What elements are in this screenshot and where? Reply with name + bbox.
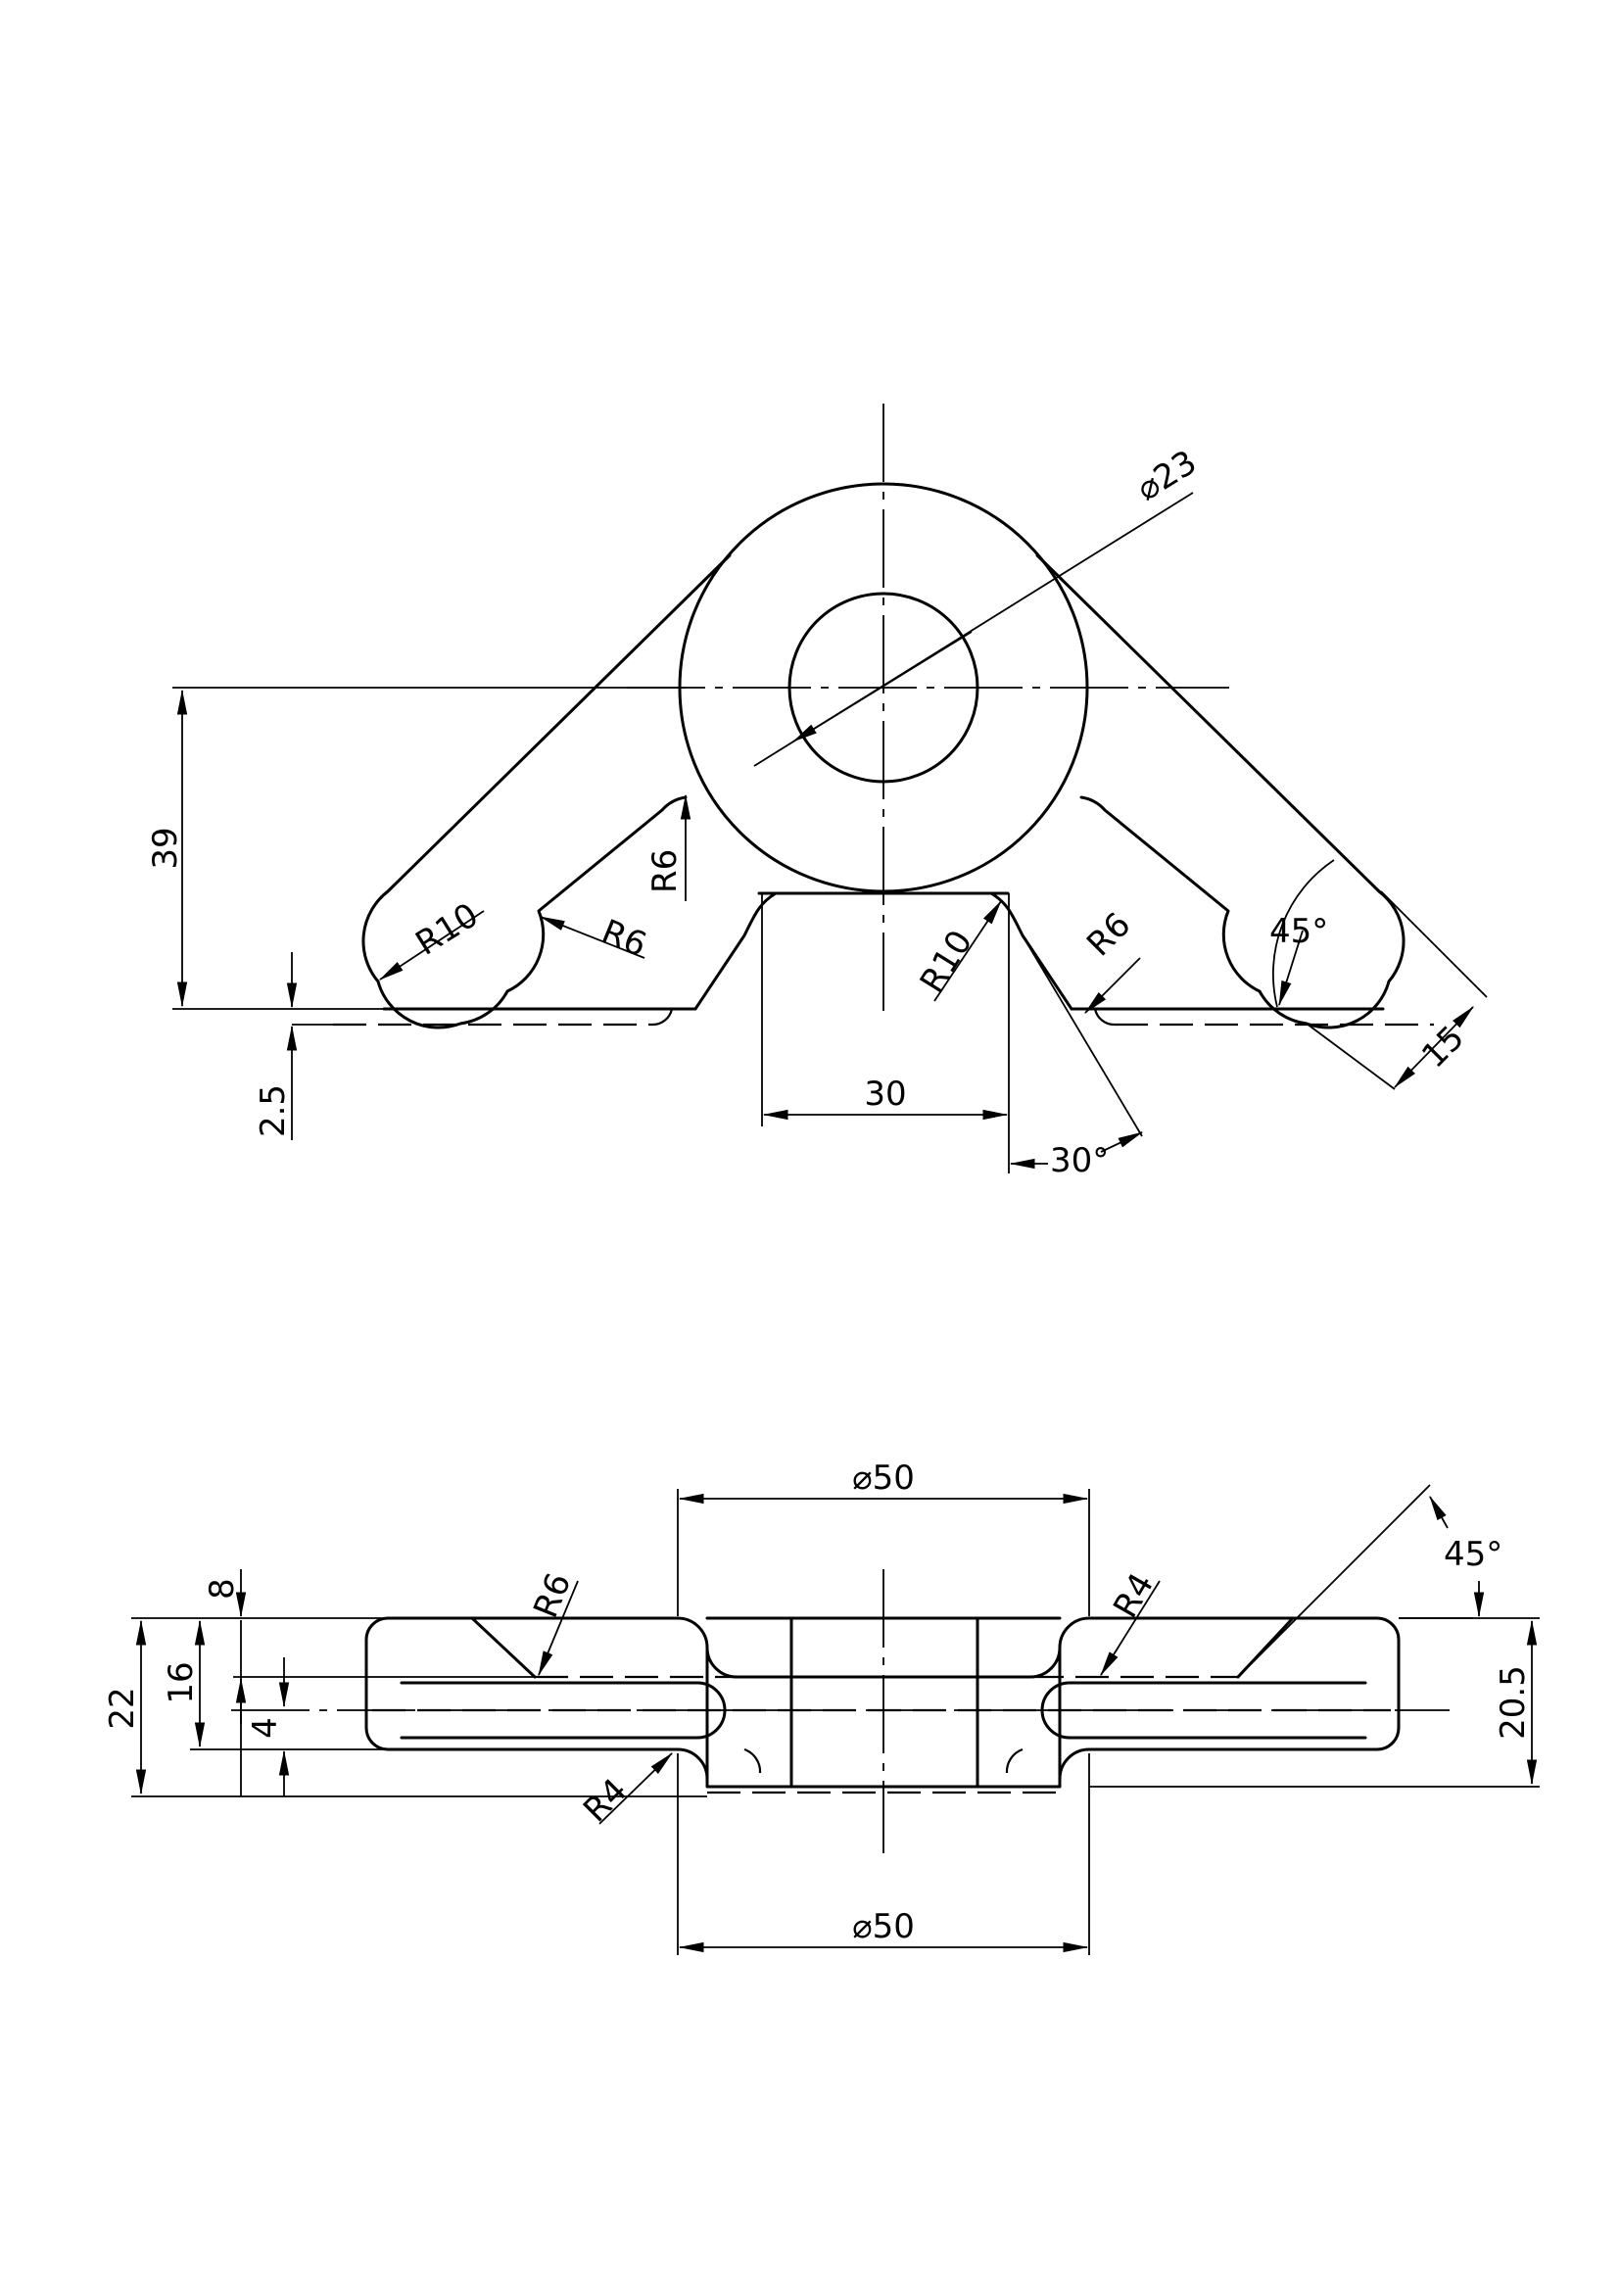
dim-30deg-ext [1022,934,1143,1137]
dim-30-text: 30 [864,1075,906,1114]
dim-r6-right-line [1084,957,1141,1014]
dim-45-arc [1272,859,1335,1008]
dim-15-ext [1380,890,1488,998]
dim-15-text: 15 [1414,1018,1472,1076]
hidden-fillet-left [651,1008,674,1027]
dim-r4-bottom-text: R4 [576,1771,635,1830]
hidden-fillet-left [743,1747,762,1774]
dim-r4-top-line [1100,1580,1161,1677]
left-ear-outline [361,553,732,1029]
dim-dia-top-text: ⌀50 [852,1459,915,1498]
dim-30deg-text: 30° [1050,1141,1109,1180]
dim-45-front-ext [1237,1484,1431,1678]
dim-r4-bottom-line [598,1752,673,1825]
dim-45-text: 45° [1269,912,1328,951]
dim-39-text: 39 [146,827,185,869]
hidden-fillet-right [1005,1747,1024,1774]
dim-r6-front-text: R6 [526,1567,579,1623]
dim-r10-ear-line [378,910,485,981]
dim-2-5-text: 2.5 [254,1084,293,1137]
right-ear-outline [1035,553,1406,1029]
dim-4-text: 4 [246,1717,285,1739]
dim-r4-top-text: R4 [1106,1566,1162,1624]
dim-20-5-text: 20.5 [1494,1665,1533,1740]
dim-16-text: 16 [162,1661,201,1703]
dim-30deg-arrow-right [1100,1131,1144,1153]
top-view: ⌀23 39 2.5 R10 R6 R6 R10 R6 45° [146,404,1488,1180]
dim-r6-left-upper-text: R6 [645,849,685,893]
dim-22-text: 22 [103,1687,142,1729]
chamfer-left [470,1616,537,1679]
dim-r6-right-text: R6 [1079,905,1138,964]
front-view: ⌀50 ⌀50 45° R6 R4 R4 22 16 [103,1459,1540,1955]
dim-15-line [1394,1006,1474,1088]
dim-r10-center-text: R10 [913,924,980,1000]
dim-15-ext-2 [1306,1023,1396,1090]
dim-45-arrow [1278,930,1304,1007]
dim-r6-front-line [538,1580,579,1677]
dim-dia-bottom-text: ⌀50 [852,1907,915,1946]
dim-45-front-text: 45° [1444,1535,1502,1574]
left-slot-shape [400,1681,727,1740]
dim-45-front-arrow-top [1429,1495,1449,1529]
dim-r10-center-line [933,899,1002,1002]
dim-8-text: 8 [203,1578,242,1600]
right-slot-shape [1040,1681,1367,1740]
hole-circle [787,592,979,784]
dim-r6-left-outer-line [539,916,645,959]
hidden-fillet-right [1093,1008,1116,1027]
dim-dia-hole-text: ⌀23 [1130,443,1204,509]
front-plate-outline [364,1616,1401,1789]
dim-dia-hole-arrow [791,631,973,742]
